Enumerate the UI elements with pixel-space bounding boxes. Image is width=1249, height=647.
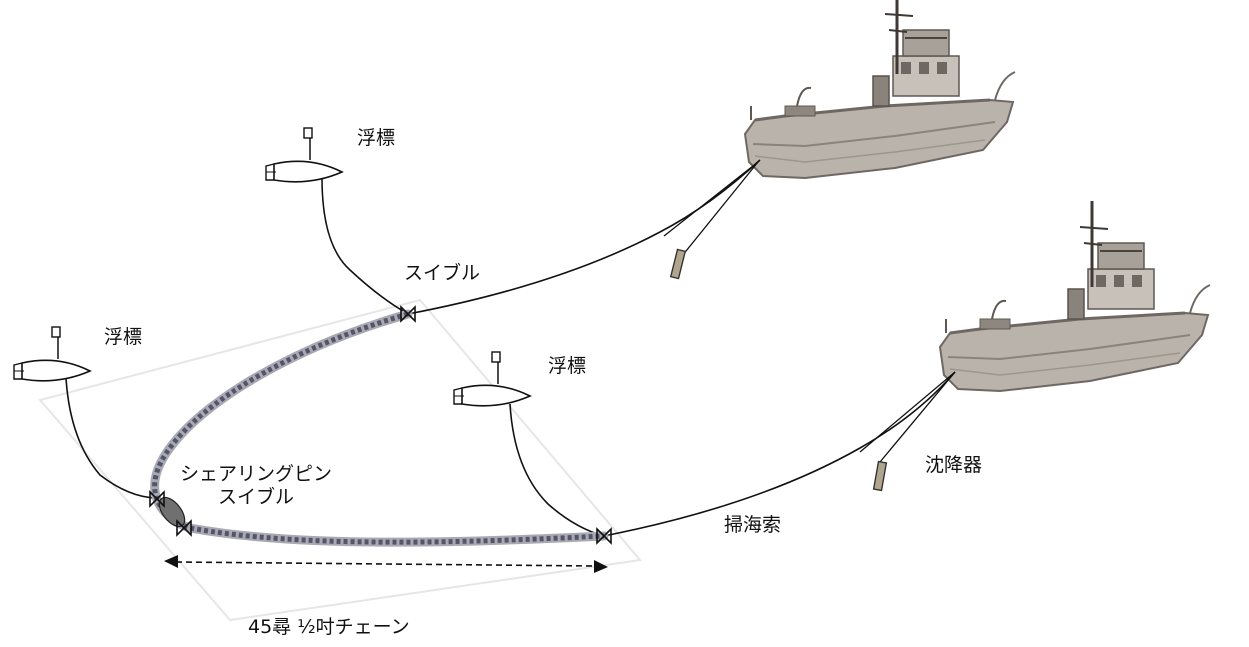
tow-bridle-top-b — [681, 161, 759, 257]
buoy-middle — [453, 351, 531, 407]
depressor-top — [670, 248, 686, 280]
chain — [152, 311, 605, 545]
sweep-wire-top — [407, 159, 761, 315]
sea-plane — [38, 298, 642, 622]
buoy-rope-middle — [509, 403, 605, 537]
label-shearing-pin-swivel: シェアリングピン スイブル — [172, 463, 340, 509]
ship-bottom — [938, 199, 1212, 393]
label-buoy-middle: 浮標 — [548, 355, 587, 377]
sweep-wire-bottom — [603, 371, 956, 537]
label-depressor: 沈降器 — [925, 454, 983, 476]
label-buoy-left: 浮標 — [104, 326, 143, 348]
label-swivel: スイブル — [404, 262, 481, 284]
tow-bridle-top-a — [663, 161, 759, 237]
buoy-left — [13, 326, 91, 382]
label-shearing-pin-line2: スイブル — [217, 485, 294, 508]
label-shearing-pin-line1: シェアリングピン — [179, 463, 332, 485]
label-chain: 45尋 ½吋チェーン — [248, 616, 410, 638]
buoy-rope-left — [65, 377, 159, 499]
ship-top — [743, 0, 1017, 180]
chain-length-arrow — [175, 561, 597, 567]
buoy-top — [265, 127, 343, 183]
depressor-bottom — [872, 460, 888, 492]
label-buoy-top: 浮標 — [357, 127, 396, 149]
tow-bridle-bottom-b — [879, 371, 956, 463]
arrow-head-right — [594, 560, 608, 573]
label-sweep-wire: 掃海索 — [724, 514, 782, 536]
buoy-rope-top — [321, 177, 409, 315]
tow-bridle-bottom-a — [859, 371, 956, 453]
arrow-head-left — [164, 555, 178, 568]
